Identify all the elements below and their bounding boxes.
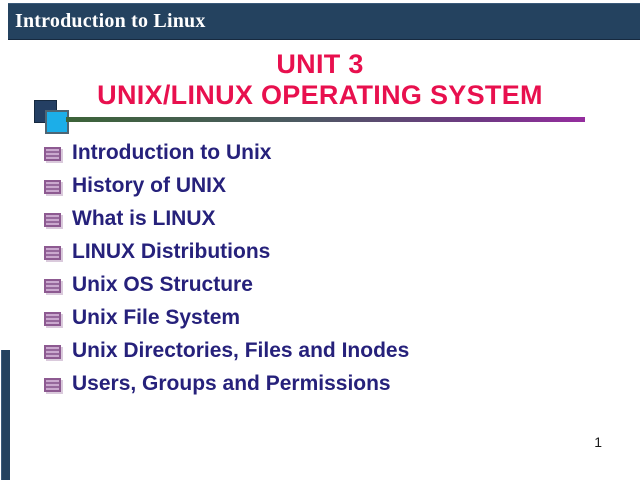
square-bullet-icon <box>44 344 61 359</box>
square-bullet-icon <box>44 311 61 326</box>
bottom-left-accent-bar <box>1 350 10 480</box>
square-bullet-icon <box>44 245 61 260</box>
title-divider-rule <box>66 117 585 122</box>
title-line-1: UNIT 3 <box>276 49 364 79</box>
page-number: 1 <box>594 434 602 450</box>
bullet-text: Unix File System <box>72 305 241 329</box>
bullet-text: Unix OS Structure <box>72 272 253 296</box>
list-item: Users, Groups and Permissions <box>44 371 409 396</box>
list-item: Unix Directories, Files and Inodes <box>44 338 409 363</box>
list-item: Unix OS Structure <box>44 272 409 297</box>
list-item: Introduction to Unix <box>44 140 409 165</box>
square-bullet-icon <box>44 212 61 227</box>
bullet-text: What is LINUX <box>72 206 216 230</box>
list-item: LINUX Distributions <box>44 239 409 264</box>
bullet-text: LINUX Distributions <box>72 239 271 263</box>
header-title: Introduction to Linux <box>15 10 206 32</box>
square-bullet-icon <box>44 377 61 392</box>
slide-header-bar: Introduction to Linux <box>8 3 640 40</box>
bullet-list: Introduction to Unix History of UNIX Wha… <box>44 140 409 404</box>
list-item: History of UNIX <box>44 173 409 198</box>
list-item: Unix File System <box>44 305 409 330</box>
decor-cyan-square <box>45 110 69 134</box>
bullet-text: Unix Directories, Files and Inodes <box>72 338 410 362</box>
square-bullet-icon <box>44 278 61 293</box>
list-item: What is LINUX <box>44 206 409 231</box>
bullet-text: Introduction to Unix <box>72 140 272 164</box>
square-bullet-icon <box>44 179 61 194</box>
slide-title: UNIT 3 UNIX/LINUX OPERATING SYSTEM <box>40 49 600 111</box>
title-line-2: UNIX/LINUX OPERATING SYSTEM <box>97 80 543 110</box>
bullet-text: History of UNIX <box>72 173 227 197</box>
bullet-text: Users, Groups and Permissions <box>72 371 391 395</box>
square-bullet-icon <box>44 146 61 161</box>
